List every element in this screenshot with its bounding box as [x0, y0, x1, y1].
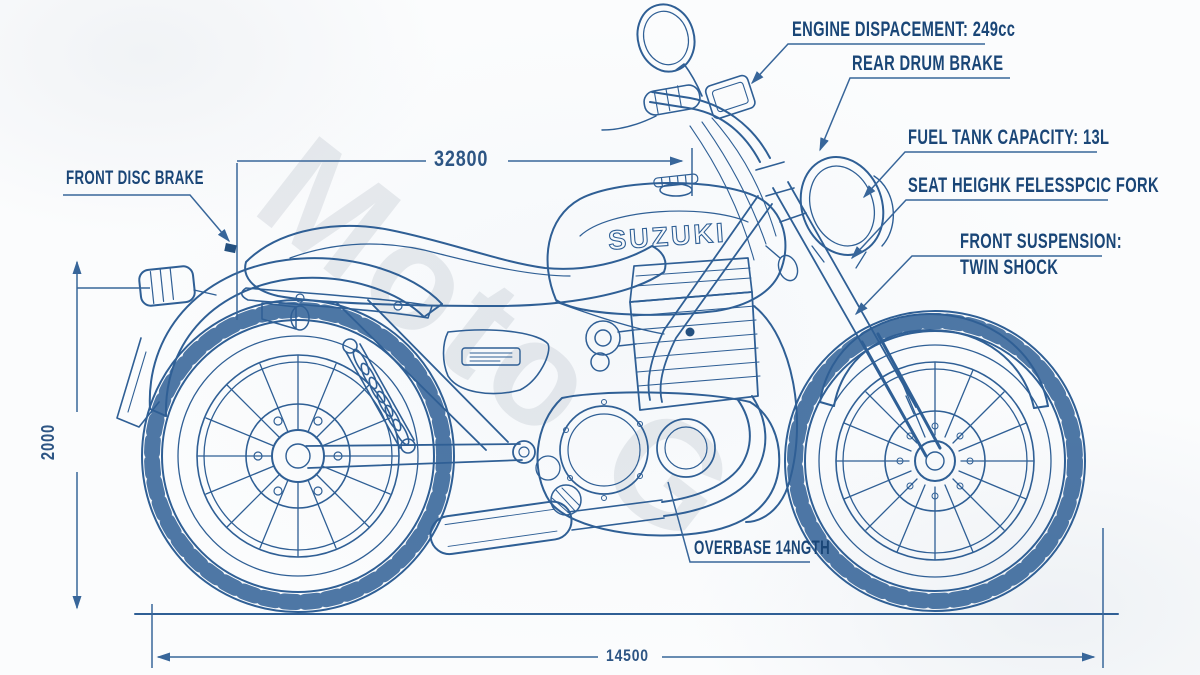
- speedometer: [704, 74, 756, 120]
- leader-seat-height: [850, 199, 1108, 260]
- leader-rear-brake: [819, 77, 1010, 152]
- label-rear-drum-brake: REAR DRUM BRAKE: [852, 52, 1004, 75]
- frame: [305, 195, 773, 469]
- exhaust: [429, 395, 767, 556]
- tank-logo: SUZUKI: [607, 217, 727, 255]
- carburetor: [585, 320, 637, 372]
- muffler: [429, 500, 573, 556]
- leader-fuel-tank: [862, 151, 1097, 199]
- label-engine-displacement: ENGINE DISPACEMENT: 249cc: [792, 18, 1016, 41]
- label-twin-shock: TWIN SHOCK: [960, 256, 1059, 279]
- side-badge: [461, 347, 521, 366]
- leader-front-brake: [63, 194, 230, 243]
- label-fuel-tank-capacity: FUEL TANK CAPACITY: 13L: [908, 126, 1110, 149]
- label-wheelbase: OVERBASE 14NGTH: [694, 538, 831, 559]
- callout-leaders: [63, 43, 1108, 563]
- front-wheel: [784, 310, 1086, 612]
- label-front-suspension: FRONT SUSPENSION:: [960, 230, 1122, 253]
- seat: [244, 225, 667, 307]
- leader-engine-displacement: [750, 43, 985, 85]
- rear-drum-brake-hub: [245, 403, 351, 509]
- label-front-disc-brake: FRONT DISC BRAKE: [66, 168, 204, 189]
- front-brake-target: [224, 243, 237, 254]
- headlight: [799, 156, 894, 269]
- front-fender: [819, 313, 1049, 415]
- dim-left-height: 2000: [38, 423, 58, 461]
- control-cables: [689, 117, 777, 261]
- oil-filter: [550, 484, 582, 516]
- tail-light: [138, 265, 217, 307]
- side-cover: [442, 329, 550, 395]
- leader-front-suspension: [854, 255, 1102, 316]
- label-seat-height: SEAT HEIGHK FELESSPCIC FORK: [908, 174, 1159, 197]
- dim-top-width: 32800: [434, 146, 489, 171]
- mirror: [636, 3, 703, 97]
- brake-lever: [601, 115, 657, 131]
- front-disc-brake-rotor: [884, 410, 986, 512]
- engine: [535, 257, 781, 537]
- rear-wheel: [141, 299, 455, 613]
- crash-bar: [745, 305, 798, 523]
- rear-shock: [342, 338, 416, 454]
- front-fork: [755, 161, 942, 458]
- dimension-lines: [72, 148, 1104, 668]
- dim-bottom-length: 14500: [606, 646, 649, 665]
- front-turn-signal: [765, 245, 799, 282]
- rear-turn-signal: [261, 302, 310, 331]
- handlebar-grip: [643, 84, 701, 116]
- leader-wheelbase: [667, 481, 810, 563]
